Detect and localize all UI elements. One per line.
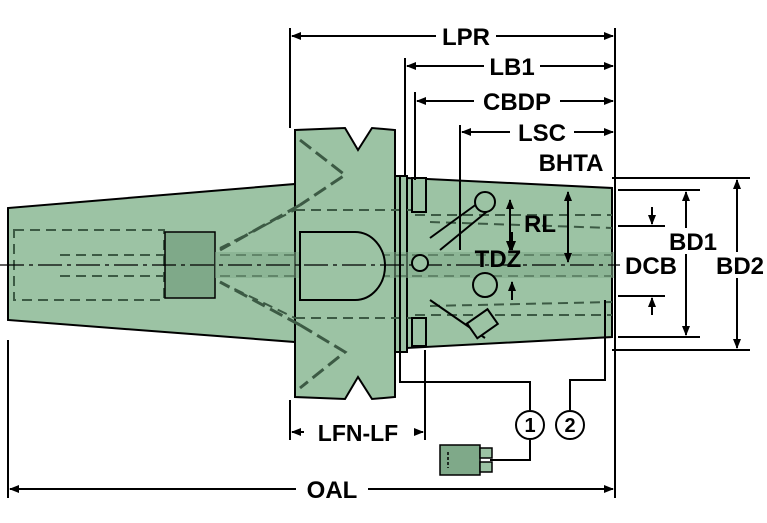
label-lpr: LPR bbox=[442, 24, 490, 51]
label-tdz: TDZ bbox=[475, 246, 522, 273]
callout-2: 2 bbox=[555, 410, 585, 440]
label-rl: RL bbox=[524, 211, 556, 238]
label-lsc: LSC bbox=[518, 120, 566, 147]
flange-v-detail bbox=[219, 138, 348, 390]
clamp-screws bbox=[411, 177, 500, 347]
label-cbdp: CBDP bbox=[483, 89, 551, 116]
label-bd1: BD1 bbox=[669, 229, 717, 256]
label-oal: OAL bbox=[307, 477, 358, 504]
label-lfn-lf: LFN-LF bbox=[318, 420, 398, 446]
callout-1-label: 1 bbox=[524, 415, 535, 437]
label-lb1: LB1 bbox=[489, 54, 534, 81]
label-dcb: DCB bbox=[625, 253, 677, 280]
callout-1: 1 bbox=[515, 410, 545, 440]
dimension-labels: LPR LB1 CBDP LSC BHTA RL TDZ DCB BD1 BD2… bbox=[296, 24, 767, 504]
label-bd2: BD2 bbox=[716, 253, 764, 280]
label-bhta: BHTA bbox=[539, 150, 604, 177]
insert-symbol bbox=[439, 444, 493, 476]
callout-2-label: 2 bbox=[564, 415, 575, 437]
bore-end bbox=[299, 231, 386, 301]
